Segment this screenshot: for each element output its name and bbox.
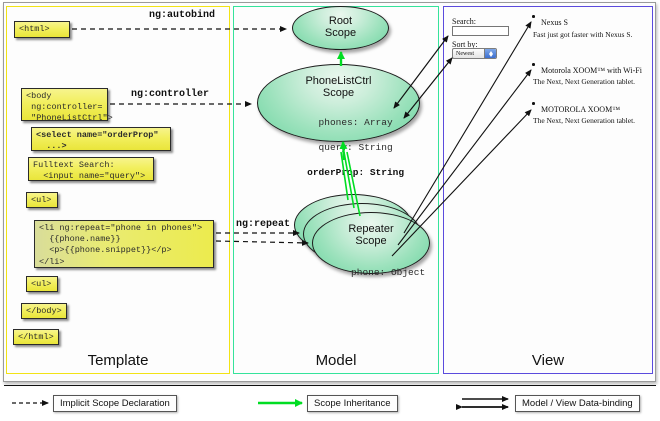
repeater-scope-title-line2: Scope (355, 235, 387, 248)
view-search-input[interactable] (452, 26, 509, 36)
phonelistctrl-scope-title-line1: PhoneListCtrl (305, 75, 372, 87)
view-phone-item[interactable]: Motorola XOOM™ with Wi-Fi (532, 60, 642, 78)
view-phone-name: Motorola XOOM™ with Wi-Fi (541, 66, 642, 75)
legend-arrow-double (456, 396, 509, 410)
view-phone-snippet: Fast just got faster with Nexus S. (533, 30, 633, 39)
legend-separator (4, 385, 656, 386)
root-scope-title-line1: Root (328, 15, 353, 27)
scope-root-scope: Root Scope (292, 6, 389, 50)
template-box-ul-close: <ul> (26, 276, 58, 292)
column-template: Template (6, 6, 230, 374)
legend-item-model-view-data-binding: Model / View Data-binding (515, 395, 640, 412)
stepper-icon[interactable] (484, 49, 496, 58)
bullet-icon (532, 63, 535, 66)
template-box-body-tag: <body ng:controller= "PhoneListCtrl"> (21, 88, 113, 123)
view-phone-item[interactable]: Nexus S (532, 12, 568, 30)
template-box-fulltext-search: Fulltext Search: <input name="query"> (28, 157, 154, 181)
phonelistctrl-prop-orderprop: orderProp: String (307, 166, 405, 178)
bullet-icon (532, 102, 535, 105)
column-label-model: Model (315, 352, 357, 369)
template-box-li-repeat: <li ng:repeat="phone in phones"> {{phone… (34, 220, 214, 268)
bullet-icon (532, 15, 535, 18)
scope-phonelistctrl-scope: PhoneListCtrl Scope phones: Array query:… (257, 64, 420, 178)
repeater-scope-title-line1: Repeater (348, 223, 394, 235)
view-phone-item[interactable]: MOTOROLA XOOM™ (532, 99, 621, 117)
template-box-body-close: </body> (21, 303, 67, 319)
connector-label-repeat: ng:repeat (236, 219, 291, 230)
view-sort-selected-value: Newest (456, 51, 474, 57)
scope-repeater-scope: Repeater Scope phone: Object (312, 212, 430, 278)
template-box-html-close: </html> (13, 329, 59, 345)
column-label-template: Template (87, 352, 149, 369)
view-search-label: Search: (452, 17, 476, 26)
view-phone-name: Nexus S (541, 18, 568, 27)
view-phone-name: MOTOROLA XOOM™ (541, 105, 621, 114)
legend-item-scope-inheritance: Scope Inheritance (307, 395, 398, 412)
view-sort-select[interactable]: Newest (452, 48, 497, 59)
connector-label-controller: ng:controller (131, 89, 210, 100)
legend-item-implicit-scope-declaration: Implicit Scope Declaration (53, 395, 177, 412)
template-box-select-tag: <select name="orderProp" ...> (31, 127, 171, 151)
root-scope-title-line2: Scope (324, 27, 357, 40)
phonelistctrl-scope-title-line2: Scope (322, 87, 355, 100)
template-box-html-open: <html> (14, 21, 70, 38)
phonelistctrl-prop-query: query: String (318, 142, 393, 154)
template-box-ul-open: <ul> (26, 192, 58, 208)
column-label-view: View (531, 352, 565, 369)
connector-label-autobind: ng:autobind (149, 10, 216, 21)
phonelistctrl-prop-phones: phones: Array (318, 117, 393, 129)
view-phone-snippet: The Next, Next Generation tablet. (533, 77, 636, 86)
repeater-prop-phone: phone: Object (351, 267, 426, 279)
view-phone-snippet: The Next, Next Generation tablet. (533, 116, 636, 125)
